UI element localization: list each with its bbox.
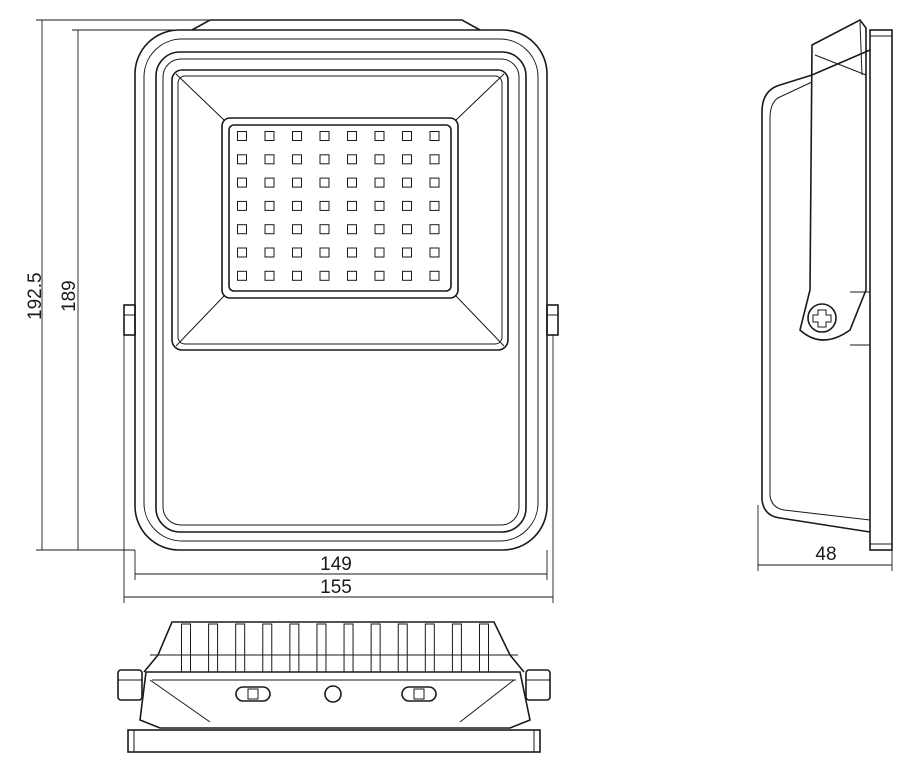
led-chip <box>292 154 302 165</box>
heatsink-fin <box>424 623 435 672</box>
led-chip <box>347 200 357 211</box>
led-chip <box>347 131 357 141</box>
led-grid <box>237 131 440 281</box>
dimension-label-48: 48 <box>815 544 836 565</box>
dimension-width-body: 149 <box>134 550 548 580</box>
heatsink-fin <box>208 623 219 672</box>
led-chip <box>237 224 247 235</box>
bottom-view <box>117 621 551 753</box>
dimension-label-192-5: 192.5 <box>25 272 46 320</box>
dimension-width-overall: 155 <box>123 335 554 603</box>
led-chip <box>319 131 330 141</box>
led-chip <box>292 177 302 188</box>
heatsink-fin <box>370 623 381 672</box>
led-chip <box>347 177 357 188</box>
led-chip <box>374 131 385 141</box>
led-chip <box>429 200 440 211</box>
led-chip <box>319 224 330 235</box>
heatsink-fin <box>479 623 489 672</box>
led-chip <box>292 224 302 235</box>
led-chip <box>237 270 247 281</box>
led-chip <box>374 177 385 188</box>
led-chip <box>264 270 275 281</box>
led-chip <box>319 154 330 165</box>
led-chip <box>374 154 385 165</box>
front-view <box>123 19 559 551</box>
led-chip <box>402 200 412 211</box>
led-chip <box>402 224 412 235</box>
led-chip <box>347 270 357 281</box>
led-chip <box>374 200 385 211</box>
dimension-label-189: 189 <box>59 280 80 312</box>
led-chip <box>374 270 385 281</box>
dimension-height-overall: 192.5 <box>25 19 210 551</box>
led-chip <box>429 270 440 281</box>
heatsink-fin <box>262 623 273 672</box>
led-chip <box>319 247 330 258</box>
led-chip <box>429 224 440 235</box>
led-chip <box>429 177 440 188</box>
led-chip <box>319 200 330 211</box>
led-chip <box>237 247 247 258</box>
led-chip <box>402 177 412 188</box>
dimension-depth: 48 <box>757 505 893 571</box>
led-chip <box>292 270 302 281</box>
dimension-label-155: 155 <box>320 577 352 598</box>
led-chip <box>264 224 275 235</box>
led-chip <box>319 177 330 188</box>
led-chip <box>319 270 330 281</box>
led-chip <box>264 177 275 188</box>
led-chip <box>429 154 440 165</box>
heatsink-fin <box>181 623 191 672</box>
heatsink-fin <box>316 623 327 672</box>
led-chip <box>237 131 247 141</box>
led-chip <box>402 154 412 165</box>
heatsink-fin <box>289 623 300 672</box>
heatsink-fin <box>235 623 246 672</box>
led-chip <box>429 247 440 258</box>
led-chip <box>264 200 275 211</box>
heatsink-fin <box>343 623 354 672</box>
led-chip <box>347 224 357 235</box>
led-chip <box>292 200 302 211</box>
led-chip <box>402 247 412 258</box>
led-chip <box>374 224 385 235</box>
led-chip <box>347 154 357 165</box>
led-chip <box>292 131 302 141</box>
heatsink-fins <box>181 623 489 672</box>
heatsink-fin <box>397 623 408 672</box>
led-chip <box>237 177 247 188</box>
dimension-label-149: 149 <box>320 554 352 575</box>
led-chip <box>237 200 247 211</box>
led-chip <box>237 154 247 165</box>
led-chip <box>292 247 302 258</box>
led-chip <box>264 154 275 165</box>
led-chip <box>402 131 412 141</box>
side-view <box>761 18 893 551</box>
led-chip <box>402 270 412 281</box>
heatsink-fin <box>451 623 462 672</box>
led-chip <box>264 131 275 141</box>
led-chip <box>347 247 357 258</box>
led-chip <box>264 247 275 258</box>
dimension-height-body: 189 <box>59 29 192 550</box>
led-chip <box>429 131 440 141</box>
led-chip <box>374 247 385 258</box>
